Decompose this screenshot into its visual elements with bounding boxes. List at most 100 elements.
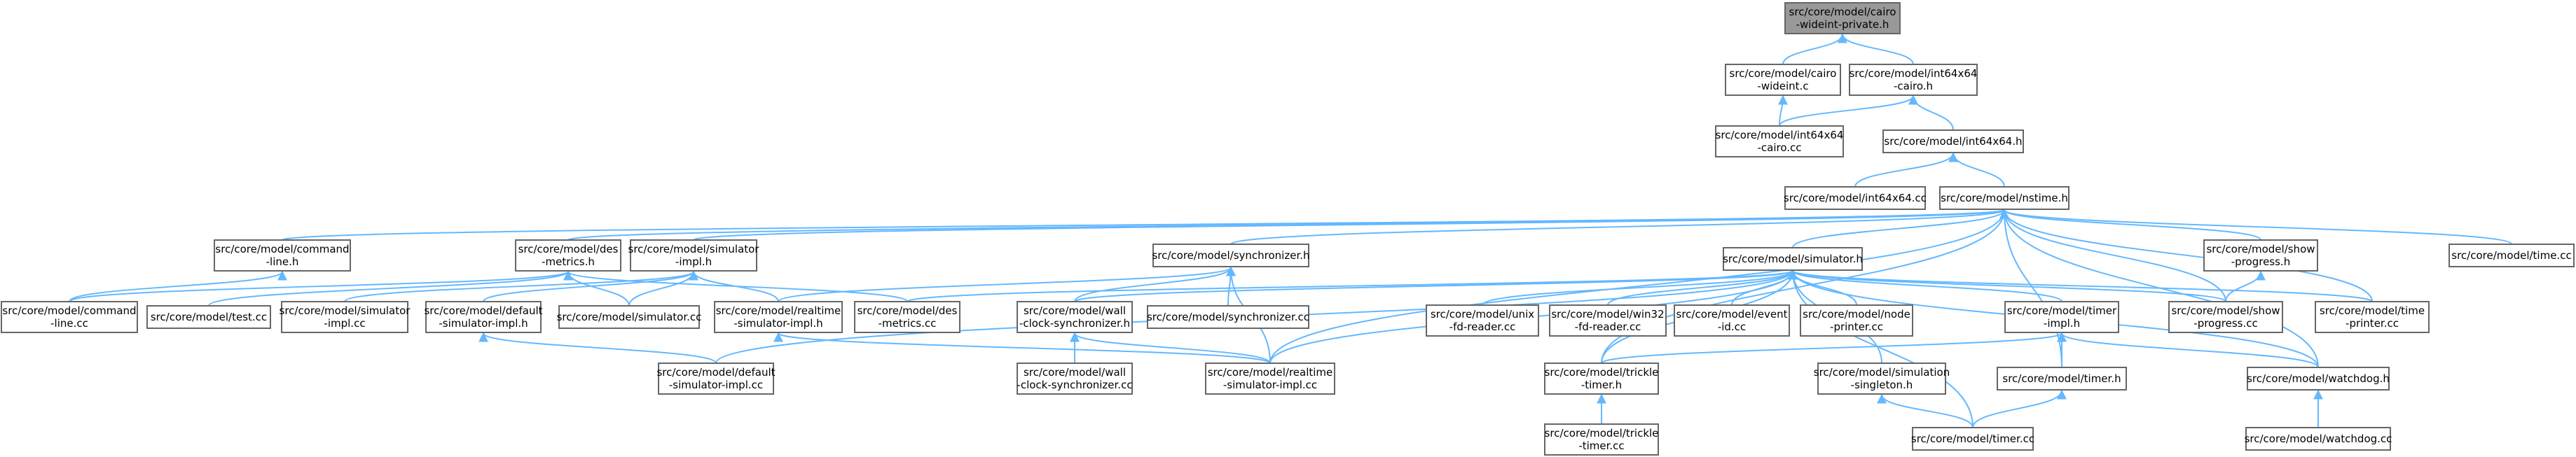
edge-int64x64-h-to-int64x64-cairo-h — [1908, 94, 1954, 131]
node-default-simulator-impl-cc[interactable]: src/core/model/default-simulator-impl.cc — [656, 363, 776, 395]
node-timer-impl-h[interactable]: src/core/model/timer-impl.h — [2004, 301, 2119, 333]
node-label-line: src/core/model/cairo — [1730, 67, 1837, 80]
node-show-progress-h[interactable]: src/core/model/show-progress.h — [2203, 239, 2318, 272]
node-box — [146, 305, 271, 329]
node-simulator-h[interactable]: src/core/model/simulator.h — [1723, 247, 1863, 271]
edge-show-progress-h-to-nstime-h — [1999, 209, 2261, 241]
node-nstime-h[interactable]: src/core/model/nstime.h — [1939, 186, 2069, 210]
node-int64x64-cc[interactable]: src/core/model/int64x64.cc — [1784, 186, 1927, 210]
node-box — [558, 305, 700, 329]
node-synchronizer-cc[interactable]: src/core/model/synchronizer.cc — [1147, 305, 1309, 329]
node-timer-h[interactable]: src/core/model/timer.h — [1997, 367, 2127, 391]
node-time-printer-cc[interactable]: src/core/model/time-printer.cc — [2315, 301, 2430, 333]
node-simulator-impl-h[interactable]: src/core/model/simulator-impl.h — [628, 239, 760, 272]
edge-realtime-simulator-impl-h-to-synchronizer-h — [778, 266, 1236, 302]
node-realtime-simulator-impl-h[interactable]: src/core/model/realtime-simulator-impl.h — [714, 301, 843, 333]
node-int64x64-h[interactable]: src/core/model/int64x64.h — [1882, 129, 2024, 153]
node-simulation-singleton-h[interactable]: src/core/model/simulation-singleton.h — [1814, 363, 1950, 395]
node-unix-fd-reader-cc[interactable]: src/core/model/unix-fd-reader.cc — [1426, 304, 1539, 337]
edge-simulator-cc-to-des-metrics-h — [563, 270, 630, 307]
node-realtime-simulator-impl-cc[interactable]: src/core/model/realtime-simulator-impl.c… — [1205, 363, 1335, 395]
node-label-line: src/core/model/synchronizer.cc — [1147, 311, 1309, 323]
node-box — [1997, 367, 2127, 391]
node-label-line: -progress.cc — [2193, 317, 2257, 330]
node-test-cc[interactable]: src/core/model/test.cc — [146, 305, 271, 329]
node-label-line: src/core/model/synchronizer.h — [1152, 249, 1309, 262]
node-box — [658, 363, 774, 395]
node-command-line-cc[interactable]: src/core/model/command-line.cc — [1, 301, 138, 333]
edge-timer-cc-to-simulator-h — [1788, 269, 1974, 428]
node-label-line: -simulator-impl.cc — [669, 379, 763, 391]
node-box — [1912, 427, 2034, 451]
node-event-id-cc[interactable]: src/core/model/event-id.cc — [1674, 304, 1790, 337]
edge-show-progress-cc-to-nstime-h — [1999, 209, 2226, 302]
node-box — [1549, 304, 1667, 337]
node-label-line: src/core/model/wall — [1024, 366, 1126, 379]
node-simulator-cc[interactable]: src/core/model/simulator.cc — [557, 305, 702, 329]
node-wall-clock-synchronizer-h[interactable]: src/core/model/wall-clock-synchronizer.h — [1017, 301, 1133, 333]
node-cairo-wideint-c[interactable]: src/core/model/cairo-wideint.c — [1725, 64, 1841, 96]
node-box — [2004, 301, 2119, 333]
edge-command-line-cc-to-des-metrics-h — [69, 270, 573, 302]
node-cairo-wideint-private-h[interactable]: src/core/model/cairo-wideint-private.h — [1784, 2, 1901, 34]
edges-layer — [69, 33, 2512, 428]
node-win32-fd-reader-cc[interactable]: src/core/model/win32-fd-reader.cc — [1549, 304, 1667, 337]
edge-test-cc-to-des-metrics-h — [208, 270, 573, 307]
edge-show-progress-cc-to-show-progress-h — [2225, 270, 2266, 302]
edge-cairo-wideint-c-to-cairo-wideint-private-h — [1782, 33, 1847, 65]
node-label-line: -fd-reader.cc — [1449, 321, 1516, 333]
node-label-line: src/core/model/node — [1803, 308, 1910, 321]
node-label-line: src/core/model/command — [215, 243, 349, 255]
edge-time-printer-cc-to-simulator-h — [1788, 269, 2373, 302]
node-trickle-timer-h[interactable]: src/core/model/trickle-timer.h — [1544, 363, 1659, 395]
node-synchronizer-h[interactable]: src/core/model/synchronizer.h — [1152, 244, 1310, 267]
node-label-line: -metrics.h — [542, 255, 595, 268]
node-box — [1, 301, 138, 333]
edge-wall-clock-synchronizer-h-to-simulator-h — [1074, 269, 1798, 302]
node-box — [1784, 2, 1901, 34]
node-label-line: src/core/model/int64x64.h — [1884, 135, 2022, 148]
node-box — [425, 301, 542, 333]
node-des-metrics-cc[interactable]: src/core/model/des-metrics.cc — [854, 301, 960, 333]
node-box — [1674, 304, 1790, 337]
node-time-cc[interactable]: src/core/model/time.cc — [2448, 244, 2575, 267]
node-box — [1849, 64, 1978, 96]
node-watchdog-cc[interactable]: src/core/model/watchdog.cc — [2245, 427, 2392, 451]
edge-realtime-simulator-impl-cc-to-realtime-simulator-impl-h — [773, 332, 1271, 364]
node-show-progress-cc[interactable]: src/core/model/show-progress.cc — [2168, 301, 2283, 333]
node-box — [2247, 367, 2390, 391]
node-label-line: src/core/model/default — [656, 366, 775, 379]
node-box — [2315, 301, 2430, 333]
node-trickle-timer-cc[interactable]: src/core/model/trickle-timer.cc — [1544, 423, 1659, 456]
node-default-simulator-impl-h[interactable]: src/core/model/default-simulator-impl.h — [424, 301, 543, 333]
node-label-line: src/core/model/command — [2, 304, 136, 317]
node-watchdog-h[interactable]: src/core/model/watchdog.h — [2247, 367, 2390, 391]
node-label-line: src/core/model/time — [2320, 304, 2425, 317]
node-box — [1152, 244, 1309, 267]
node-label-line: -impl.cc — [324, 317, 365, 330]
node-box — [1939, 186, 2069, 210]
node-label-line: -printer.cc — [1830, 321, 1883, 333]
node-command-line-h[interactable]: src/core/model/command-line.h — [214, 239, 351, 272]
node-int64x64-cairo-h[interactable]: src/core/model/int64x64-cairo.h — [1849, 64, 1978, 96]
node-box — [1544, 363, 1659, 395]
node-label-line: -line.h — [266, 255, 299, 268]
edge-synchronizer-h-to-nstime-h — [1230, 209, 2009, 245]
node-box — [1784, 186, 1926, 210]
node-int64x64-cairo-cc[interactable]: src/core/model/int64x64-cairo.cc — [1715, 125, 1844, 157]
edge-wall-clock-synchronizer-h-to-synchronizer-h — [1074, 266, 1236, 302]
edge-realtime-simulator-impl-cc-to-wall-clock-synchronizer-h — [1070, 332, 1271, 364]
node-des-metrics-h[interactable]: src/core/model/des-metrics.h — [515, 239, 621, 272]
node-node-printer-cc[interactable]: src/core/model/node-printer.cc — [1800, 304, 1913, 337]
node-label-line: src/core/model/simulator.h — [1723, 253, 1863, 265]
node-box — [630, 239, 757, 272]
node-simulator-impl-cc[interactable]: src/core/model/simulator-impl.cc — [280, 301, 411, 333]
node-wall-clock-synchronizer-cc[interactable]: src/core/model/wall-clock-synchronizer.c… — [1017, 363, 1133, 395]
node-timer-cc[interactable]: src/core/model/timer.cc — [1911, 427, 2034, 451]
node-label-line: src/core/model/unix — [1431, 308, 1534, 321]
edge-nstime-h-to-int64x64-h — [1948, 152, 2005, 188]
node-label-line: -cairo.h — [1894, 80, 1933, 92]
node-label-line: -metrics.cc — [879, 317, 937, 330]
node-label-line: -wideint.c — [1757, 80, 1808, 92]
